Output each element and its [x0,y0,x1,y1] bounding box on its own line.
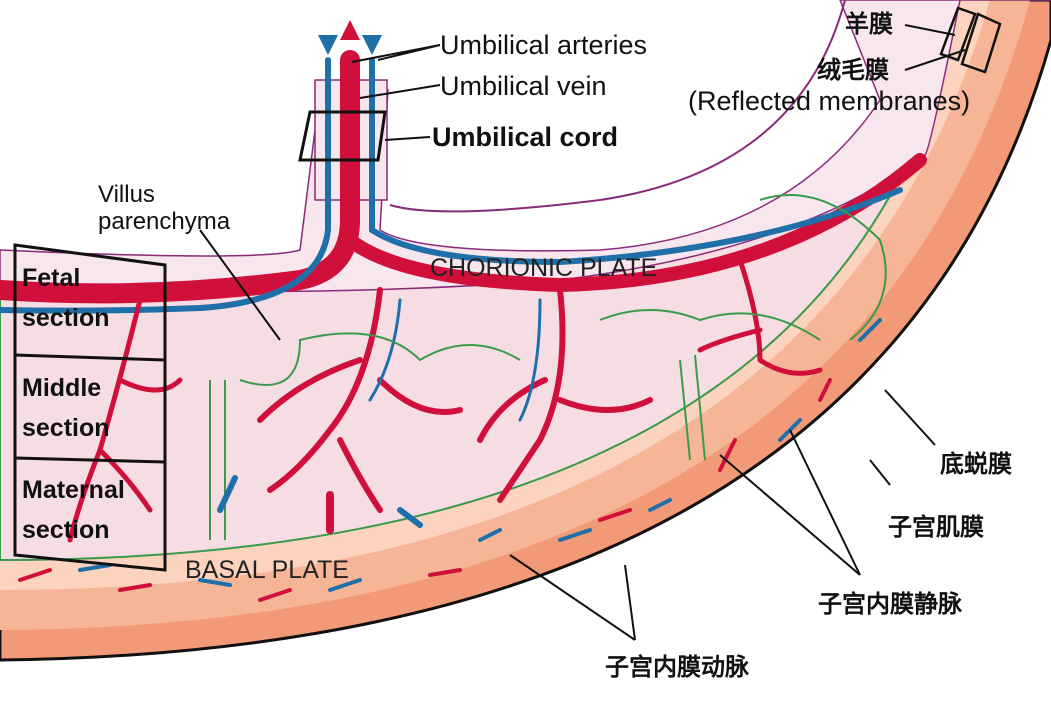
label-middle-2: section [22,414,110,442]
flow-arrows [318,20,382,55]
label-endometrial-veins: 子宫内膜静脉 [818,590,962,618]
label-reflected-membranes: (Reflected membranes) [688,86,971,116]
leader-lines [199,24,966,641]
cord-section-box [298,110,387,162]
maternal-vessels [18,318,882,602]
section-box [13,243,167,572]
label-basal-plate: BASAL PLATE [185,556,349,584]
amniotic-cavity [0,0,925,292]
label-umbilical-cord: Umbilical cord [432,122,619,152]
label-amnion: 羊膜 [845,10,893,38]
label-umbilical-vein: Umbilical vein [440,71,607,101]
membrane-boxes [939,6,1002,74]
label-chorion: 绒毛膜 [817,56,889,84]
label-villus-line1: Villus [98,181,155,208]
label-fetal-1: Fetal [22,264,81,292]
amnion-line [389,0,846,213]
label-decidua-basalis: 底蜕膜 [940,450,1012,478]
label-umbilical-arteries: Umbilical arteries [440,30,648,60]
label-villus-line2: parenchyma [98,208,231,235]
label-maternal-1: Maternal [22,476,125,504]
villi [209,194,887,540]
label-endometrial-arteries: 子宫内膜动脉 [605,653,749,681]
label-chorionic-plate: CHORIONIC PLATE [430,254,658,282]
label-maternal-2: section [22,516,110,544]
label-myometrium: 子宫肌膜 [888,513,984,541]
label-middle-1: Middle [22,374,102,402]
label-fetal-2: section [22,304,110,332]
